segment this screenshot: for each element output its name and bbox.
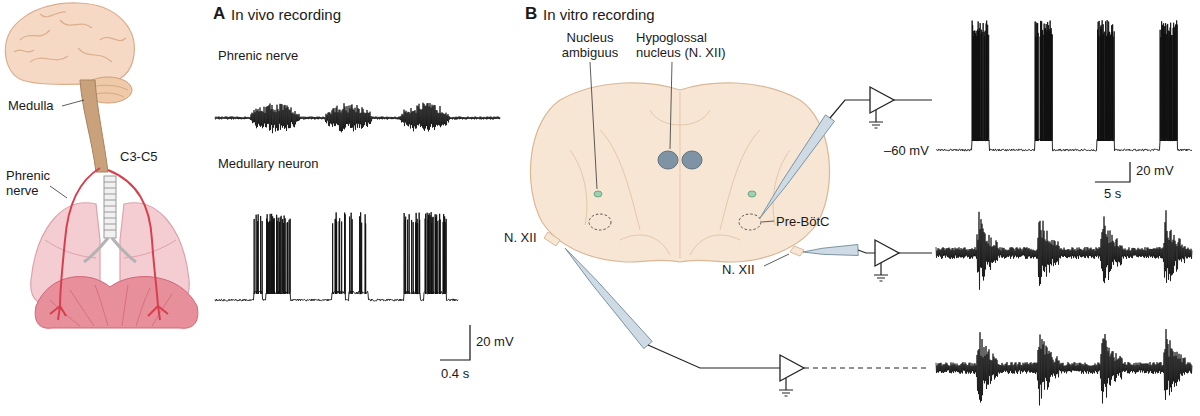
trachea-tube xyxy=(104,176,116,238)
wire xyxy=(899,252,932,253)
diaphragm-fibres xyxy=(50,285,172,326)
rootlet-right xyxy=(790,246,804,256)
root-label: N. XII xyxy=(504,230,537,245)
recording-electrode xyxy=(803,245,858,256)
wire xyxy=(858,250,875,253)
panel-letter: A xyxy=(213,4,225,24)
leader-line xyxy=(762,221,774,222)
ground-symbol xyxy=(869,110,883,128)
nucleus-label: Hypoglossal nucleus (N. XII) xyxy=(636,30,748,60)
root-label: N. XII xyxy=(722,262,755,277)
trachea-rings xyxy=(104,182,116,230)
nucleus-ambiguus xyxy=(594,191,602,197)
scale-bar xyxy=(1095,162,1130,182)
wire xyxy=(894,99,932,100)
panel-letter: B xyxy=(525,4,537,24)
ground-symbol xyxy=(874,263,888,281)
medulla-slice xyxy=(530,83,829,262)
recording-electrode xyxy=(565,248,652,349)
leader-line xyxy=(50,186,67,198)
amplifier-symbol xyxy=(780,355,804,381)
pre-botc-region xyxy=(589,214,611,230)
scale-label: 5 s xyxy=(1104,186,1121,201)
amplifier-symbol xyxy=(870,87,894,113)
region-label: Pre-BötC xyxy=(776,214,829,229)
wire xyxy=(648,345,780,368)
panel-title: In vitro recording xyxy=(543,6,655,24)
amplifier-symbol xyxy=(875,240,899,266)
slice-structures xyxy=(570,92,790,258)
rootlet-left xyxy=(544,232,560,246)
scale-label: 0.4 s xyxy=(441,366,469,381)
nucleus-ambiguus xyxy=(748,191,756,197)
leader-line xyxy=(764,254,789,266)
brain xyxy=(5,3,134,172)
scale-label: 20 mV xyxy=(476,334,514,349)
leader-line xyxy=(670,62,672,149)
cerebrum xyxy=(5,3,134,84)
phrenic-trace xyxy=(215,103,500,134)
brainstem xyxy=(80,80,108,172)
panel-title: In vivo recording xyxy=(231,6,341,24)
recording-electrode xyxy=(760,115,835,218)
pre-botc-region xyxy=(739,214,761,230)
leader-line xyxy=(590,62,597,189)
gyri xyxy=(14,12,126,62)
hypoglossal-trace xyxy=(936,210,1192,289)
phrenic-nerves xyxy=(50,168,168,320)
bronchi xyxy=(84,238,136,262)
scale-label: 20 mV xyxy=(1136,163,1174,178)
membrane-trace xyxy=(215,212,458,301)
voltage-label: –60 mV xyxy=(884,143,929,158)
segment-label: C3-C5 xyxy=(120,149,158,164)
ground-symbol xyxy=(779,378,793,396)
hypoglossal-nucleus xyxy=(682,151,702,169)
hypoglossal-nucleus xyxy=(658,151,678,169)
trace-label: Medullary neuron xyxy=(218,156,318,171)
organ-label: Medulla xyxy=(8,98,54,113)
phrenic-nerve-right xyxy=(108,170,168,320)
nucleus-label: Nucleus ambiguus xyxy=(552,30,628,60)
slice-outline xyxy=(530,83,829,262)
wire xyxy=(830,100,870,118)
leader-line xyxy=(62,100,84,106)
wire xyxy=(804,367,930,368)
trace-label: Phrenic nerve xyxy=(218,48,298,63)
hypoglossal-trace xyxy=(936,329,1192,405)
scale-bar xyxy=(440,325,470,360)
trachea xyxy=(104,176,116,238)
nerve-label: Phrenic nerve xyxy=(6,168,58,198)
membrane-trace xyxy=(936,20,1192,151)
phrenic-nerve-left xyxy=(50,168,100,320)
